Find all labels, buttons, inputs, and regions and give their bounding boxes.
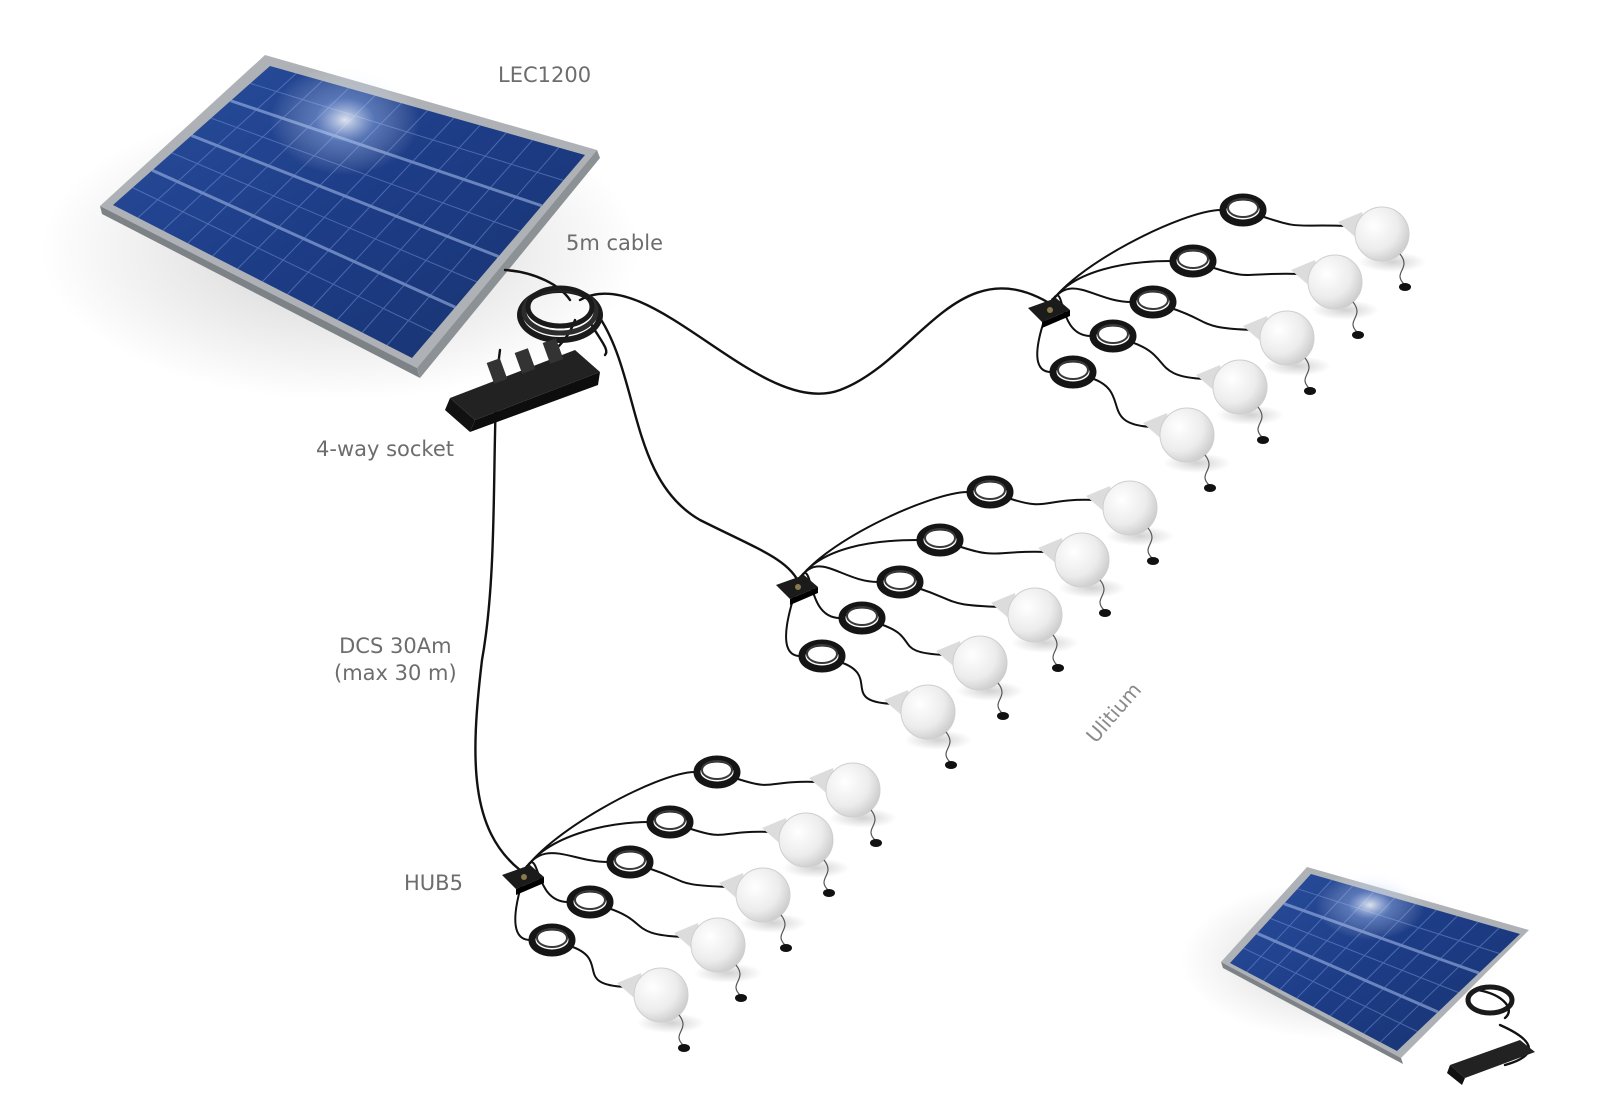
lamp-cable-coil — [528, 923, 576, 957]
lamp-cable — [569, 945, 628, 988]
lamp-cable-coil — [838, 601, 886, 635]
cable-coil — [517, 285, 603, 343]
solar-panel-small — [1221, 867, 1529, 1064]
lamp-bulb — [1086, 480, 1174, 565]
lamp-cable-coil — [1089, 319, 1137, 353]
lamp-bulb — [617, 967, 705, 1052]
lamp-cable — [607, 907, 685, 938]
lamp-bulb — [1038, 532, 1126, 617]
lamp-cable-coil — [566, 885, 614, 919]
lamp-cable-coil — [693, 755, 741, 789]
lamp-cable — [1130, 341, 1207, 380]
lamp-cable — [1170, 307, 1254, 331]
lamp-bulb — [1338, 206, 1426, 291]
lamp-cable — [957, 545, 1049, 555]
hub5-unit — [502, 865, 544, 895]
lamp-cable-coil — [606, 845, 654, 879]
lamp-bulb — [762, 812, 850, 897]
lamp-cable-coil — [1169, 244, 1217, 278]
hub-group — [1028, 193, 1426, 492]
lamp-cable — [879, 623, 947, 656]
lamp-bulb — [674, 917, 762, 1002]
lamp-cable — [1210, 266, 1302, 277]
hub5-unit — [1028, 298, 1070, 328]
lamp-cable — [1090, 377, 1154, 428]
cable-label: 5m cable — [566, 231, 663, 255]
lamp-bulb — [991, 587, 1079, 672]
lamp-bulb — [1243, 310, 1331, 395]
lamp-bulb — [884, 684, 972, 769]
lamp-cable — [1260, 215, 1349, 227]
hub5-unit — [776, 575, 818, 605]
hub-group — [776, 475, 1174, 769]
hub-cable — [795, 491, 969, 586]
dcs-label-line1: DCS 30Am — [339, 634, 452, 658]
lamp-cable — [687, 827, 773, 836]
solar-panel-main — [100, 55, 600, 378]
lamp-bulb — [809, 762, 897, 847]
lamp-bulb — [719, 867, 807, 952]
small-socket — [1447, 984, 1535, 1085]
four-way-socket — [445, 338, 600, 432]
hub-label: HUB5 — [404, 871, 463, 895]
lamp-cable — [734, 777, 820, 786]
dcs-label: DCS 30Am (max 30 m) — [334, 633, 457, 688]
socket-label: 4-way socket — [316, 437, 454, 461]
lamp-cable-coil — [1129, 285, 1177, 319]
lamp-cable — [917, 587, 1002, 608]
lamp-bulb — [936, 635, 1024, 720]
lamp-bulb — [1143, 407, 1231, 492]
lamp-cable-coil — [916, 523, 964, 557]
lamp-bulb — [1196, 359, 1284, 444]
lamp-bulb — [1291, 254, 1379, 339]
lamp-cable — [839, 661, 895, 705]
dcs-label-line2: (max 30 m) — [334, 661, 457, 686]
lamp-cable-coil — [876, 565, 924, 599]
lamp-cable-coil — [1049, 355, 1097, 389]
hub-group — [502, 755, 897, 1052]
lamp-cable-coil — [966, 475, 1014, 509]
panel-label: LEC1200 — [498, 63, 592, 87]
lamp-cable-coil — [646, 805, 694, 839]
lamp-cable-coil — [798, 639, 846, 673]
lamp-cable — [1007, 497, 1097, 506]
lamp-cable — [647, 867, 730, 888]
lamp-cable-coil — [1219, 193, 1267, 227]
